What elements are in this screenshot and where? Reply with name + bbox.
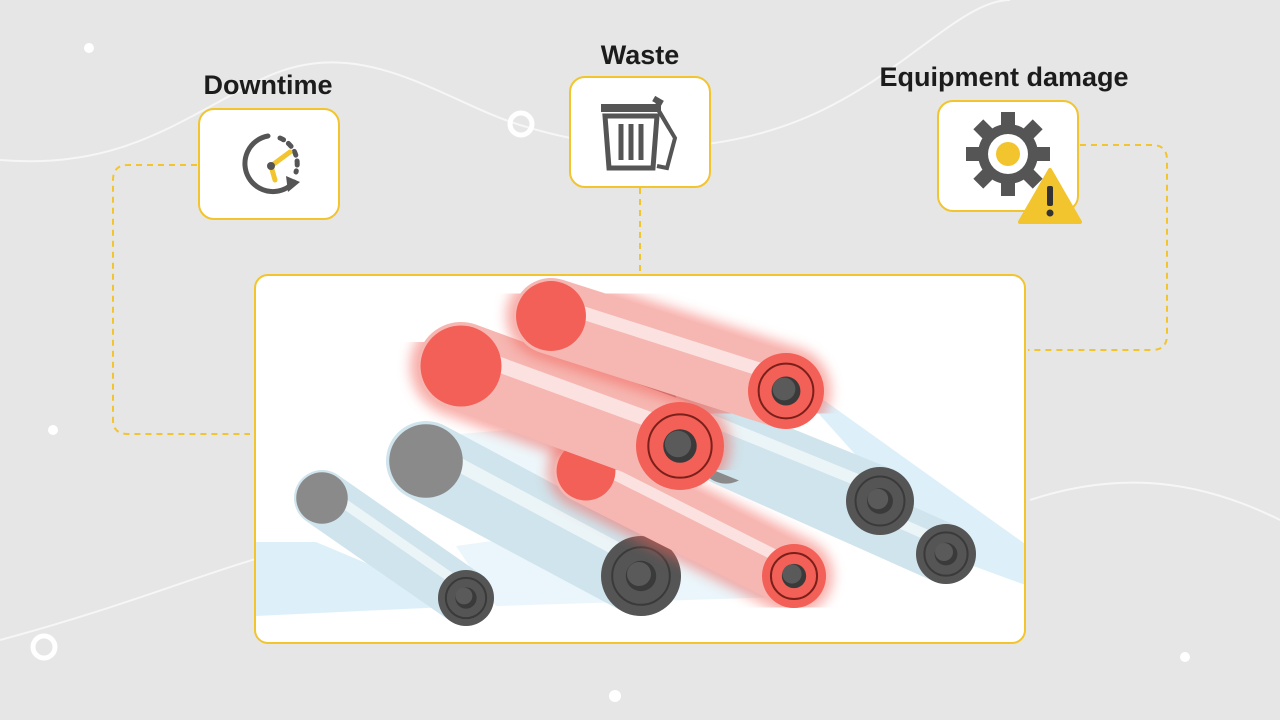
decor-ring [507, 110, 535, 138]
equipment-damage-label: Equipment damage [879, 62, 1129, 92]
connector-equipment-damage [1028, 144, 1168, 351]
downtime-label: Downtime [203, 70, 333, 100]
waste-label: Waste [600, 40, 680, 70]
equipment-damage-card [937, 100, 1079, 212]
decor-dot [609, 690, 621, 702]
gear-icon [966, 112, 1050, 196]
decor-ring [30, 633, 58, 661]
roller-2 [386, 421, 681, 616]
downtime-card [198, 108, 340, 220]
roller-1 [294, 470, 494, 626]
roller-7 [506, 276, 831, 436]
connector-downtime [112, 164, 250, 435]
rollers-illustration [256, 276, 1024, 626]
decor-dot [84, 43, 94, 53]
clock-arrow-icon [242, 133, 300, 195]
decor-dot [1180, 652, 1190, 662]
roller-6 [410, 315, 731, 497]
decor-dot [48, 425, 58, 435]
rollers-illustration-panel [254, 274, 1026, 644]
trash-bin-icon [601, 95, 678, 171]
warning-triangle-icon [1018, 168, 1082, 224]
waste-card [569, 76, 711, 188]
